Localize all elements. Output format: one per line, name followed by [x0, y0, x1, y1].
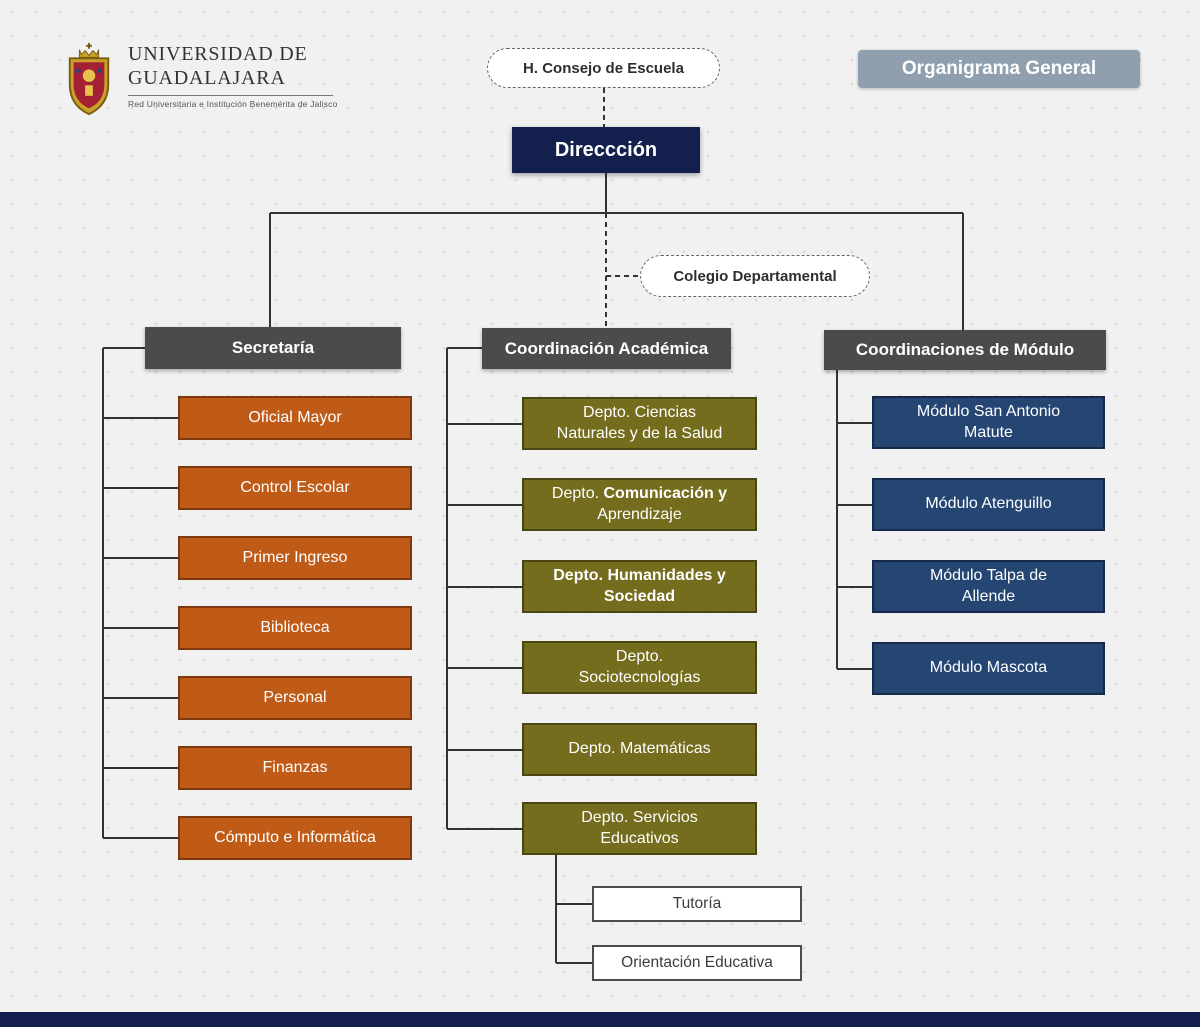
box-label: Control Escolar — [240, 478, 350, 496]
box-label: Oficial Mayor — [248, 408, 342, 426]
university-name-line2: GUADALAJARA — [128, 67, 286, 90]
node-modulo-talpa-de-allende: Módulo Talpa de Allende — [872, 560, 1105, 613]
university-logo: UNIVERSIDAD DE GUADALAJARA Red Universit… — [60, 42, 338, 117]
logo-divider — [128, 94, 333, 96]
node-modulo-atenguillo: Módulo Atenguillo — [872, 478, 1105, 531]
box-label: Orientación Educativa — [621, 953, 773, 971]
node-consejo-de-escuela: H. Consejo de Escuela — [487, 48, 720, 88]
node-direccion: Direccción — [512, 127, 700, 173]
node-depto-humanidades-sociedad: Depto. Humanidades y Sociedad — [522, 560, 757, 613]
box-label-rest: Aprendizaje — [597, 505, 682, 523]
header-coordinacion-academica: Coordinación Académica — [482, 328, 731, 369]
university-name-line1: UNIVERSIDAD DE — [128, 43, 308, 65]
page-title: Organigrama General — [858, 50, 1140, 88]
node-personal: Personal — [178, 676, 412, 720]
node-modulo-san-antonio-matute: Módulo San Antonio Matute — [872, 396, 1105, 449]
node-depto-ciencias-naturales: Depto. Ciencias Naturales y de la Salud — [522, 397, 757, 450]
footer-bar — [0, 1012, 1200, 1027]
box-label: Cómputo e Informática — [214, 828, 376, 846]
box-label: Personal — [263, 688, 327, 706]
node-depto-comunicacion-aprendizaje: Depto. Comunicación y Aprendizaje — [522, 478, 757, 531]
box-label: Depto. Ciencias Naturales y de la Salud — [556, 403, 723, 442]
udg-crest-logo — [68, 42, 110, 116]
box-label: Módulo Mascota — [929, 659, 1048, 677]
box-label: Módulo San Antonio Matute — [916, 402, 1061, 441]
box-label-bold: Comunicación y — [603, 484, 728, 502]
node-primer-ingreso: Primer Ingreso — [178, 536, 412, 580]
node-depto-matematicas: Depto. Matemáticas — [522, 723, 757, 776]
box-label: Biblioteca — [260, 618, 330, 636]
box-label: Tutoría — [672, 894, 722, 912]
node-control-escolar: Control Escolar — [178, 466, 412, 510]
box-label: Primer Ingreso — [242, 548, 348, 566]
header-coordinaciones-modulo: Coordinaciones de Módulo — [824, 330, 1106, 370]
university-logo-text: UNIVERSIDAD DE GUADALAJARA Red Universit… — [128, 42, 338, 109]
box-label: Depto. Comunicación y Aprendizaje — [552, 484, 727, 526]
box-label: Depto. Humanidades y Sociedad — [553, 566, 726, 605]
node-colegio-departamental: Colegio Departamental — [640, 255, 870, 297]
node-modulo-mascota: Módulo Mascota — [872, 642, 1105, 695]
box-label-prefix: Depto. — [551, 484, 604, 502]
node-orientacion-educativa: Orientación Educativa — [592, 945, 802, 981]
node-tutoria: Tutoría — [592, 886, 802, 922]
node-biblioteca: Biblioteca — [178, 606, 412, 650]
node-depto-servicios-educativos: Depto. Servicios Educativos — [522, 802, 757, 855]
university-tagline: Red Universitaria e Institución Beneméri… — [128, 98, 338, 109]
box-label: Depto. Sociotecnologías — [578, 647, 701, 686]
box-label: Depto. Matemáticas — [568, 740, 711, 758]
node-oficial-mayor: Oficial Mayor — [178, 396, 412, 440]
node-finanzas: Finanzas — [178, 746, 412, 790]
box-label: Depto. Servicios Educativos — [581, 808, 698, 847]
header-secretaria: Secretaría — [145, 327, 401, 369]
box-label: Finanzas — [262, 758, 328, 776]
box-label: Módulo Talpa de Allende — [929, 566, 1048, 605]
node-depto-sociotecnologias: Depto. Sociotecnologías — [522, 641, 757, 694]
box-label: Módulo Atenguillo — [925, 495, 1052, 513]
node-computo-informatica: Cómputo e Informática — [178, 816, 412, 860]
